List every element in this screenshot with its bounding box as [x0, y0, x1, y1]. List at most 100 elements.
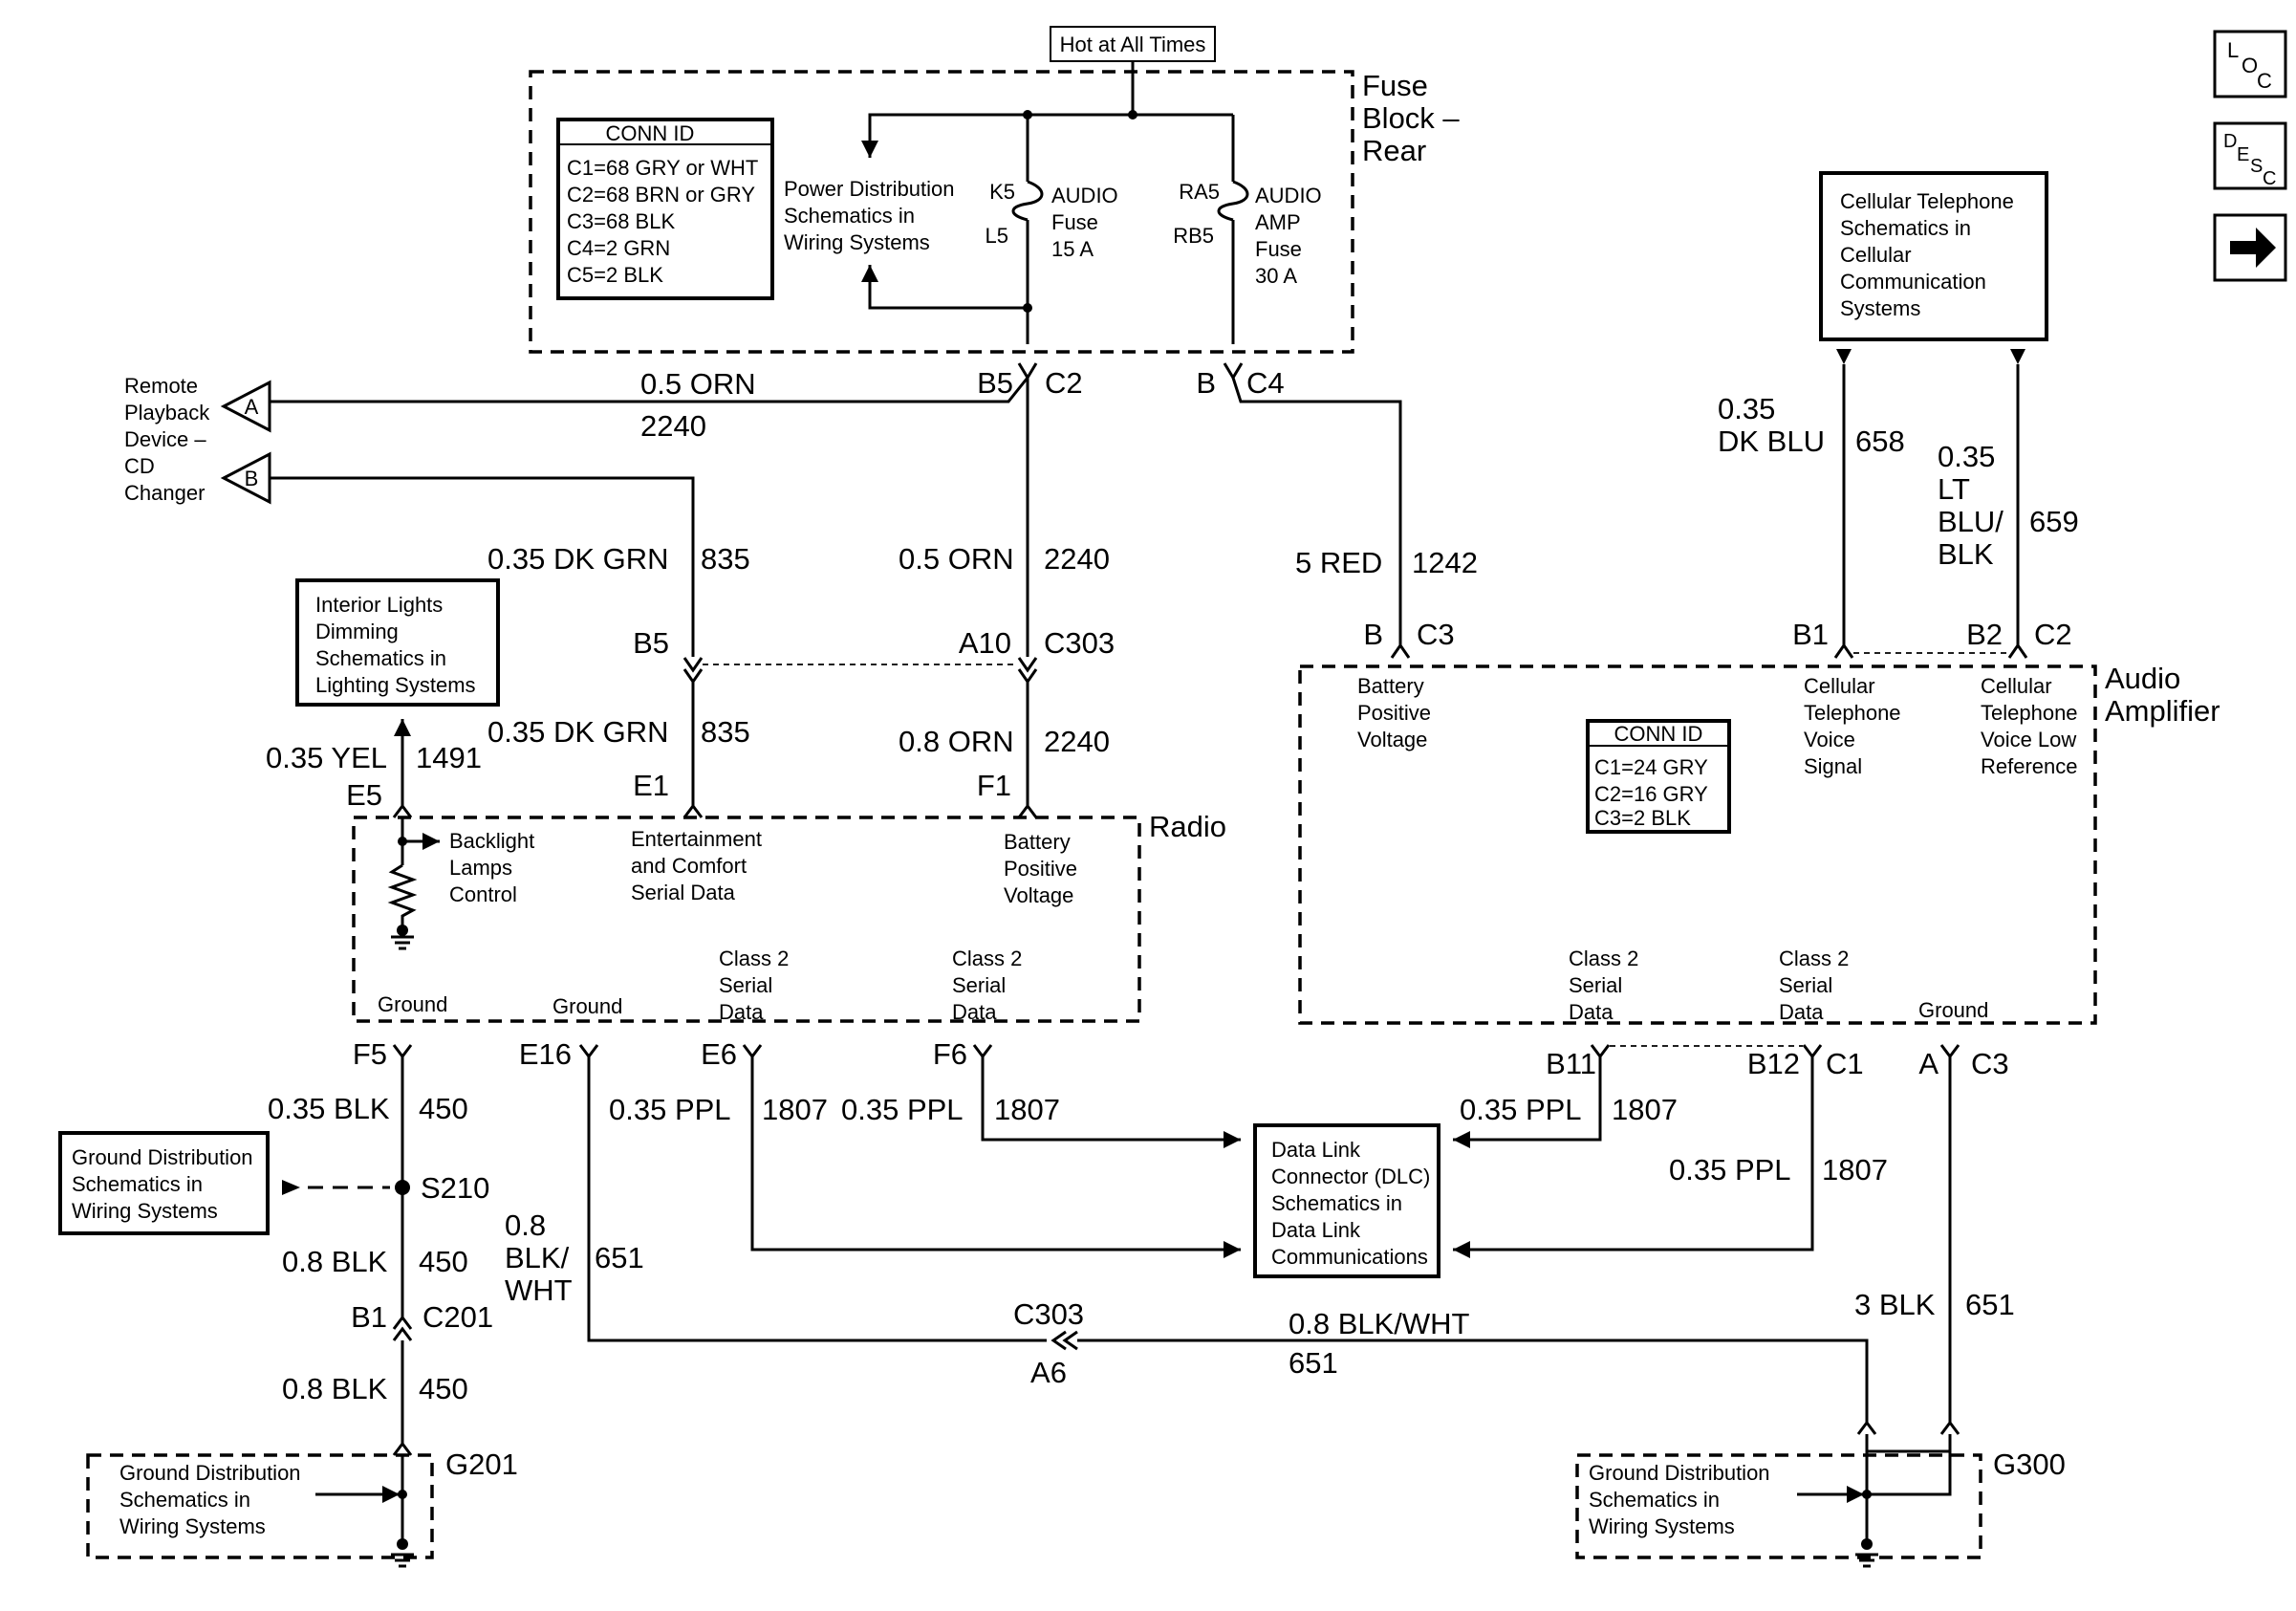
svg-text:S: S: [2250, 156, 2263, 177]
svg-text:Battery Positive Volta: Battery Positive Voltage: [1004, 830, 1083, 907]
radio-title: Radio: [1149, 810, 1226, 843]
svg-text:C3=2 BLK: C3=2 BLK: [1594, 806, 1691, 830]
wire-blk3-size: 3 BLK: [1854, 1288, 1936, 1321]
c4-pin: B: [1196, 366, 1216, 400]
radio-pin-e16: E16: [519, 1037, 572, 1071]
remote-tag-a: A: [245, 395, 259, 419]
svg-text:C5=2 BLK: C5=2 BLK: [567, 263, 663, 287]
wire-blk-top-size: 0.35 BLK: [268, 1092, 390, 1125]
svg-text:K5: K5: [989, 180, 1015, 204]
svg-text:Ground: Ground: [378, 992, 447, 1016]
arrow-right-icon: [2230, 228, 2276, 268]
wire-ltblu-circuit: 659: [2029, 505, 2079, 538]
svg-text:CONN ID: CONN ID: [606, 121, 695, 145]
svg-text:Remote Playback De: Remote Playback Device – CD Changer: [124, 374, 215, 505]
svg-text:C2=68 BRN or GRY: C2=68 BRN or GRY: [567, 183, 755, 207]
amp-pin-b2: B2: [1966, 618, 2003, 651]
c4-conn: C4: [1246, 366, 1285, 400]
wire-dkgrn-lower-circuit: 835: [701, 715, 750, 749]
svg-text:L5: L5: [986, 224, 1008, 248]
next-button[interactable]: [2213, 213, 2287, 282]
fuse-block-conn-id: CONN ID C1=68 GRY or WHT C2=68 BRN or GR…: [556, 118, 774, 300]
svg-text:Entertainment and Comfort: Entertainment and Comfort Serial Data: [631, 827, 768, 904]
svg-text:O: O: [2242, 54, 2258, 77]
svg-text:C1=68 GRY or WHT: C1=68 GRY or WHT: [567, 156, 758, 180]
wire-orn-lower-size: 0.8 ORN: [899, 725, 1014, 758]
wire-blk-bottom-size: 0.8 BLK: [282, 1372, 388, 1405]
c2-pin: B5: [977, 366, 1013, 400]
amplifier-conn-id: CONN ID C1=24 GRY C2=16 GRY C3=2 BLK: [1586, 719, 1731, 834]
wire-orn-mid-size: 0.5 ORN: [899, 542, 1014, 576]
svg-text:Backlight Lamps Contro: Backlight Lamps Control: [449, 829, 540, 906]
svg-text:Class 2 Serial Data: Class 2 Serial Data: [952, 947, 1028, 1024]
svg-text:Hot at All Times: Hot at All Times: [1060, 33, 1206, 56]
radio-pin-e1: E1: [633, 769, 669, 802]
svg-text:Class 2 Serial Data: Class 2 Serial Data: [1779, 947, 1854, 1024]
svg-text:Ground Distribution Sche: Ground Distribution Schematics in Wiring…: [1589, 1461, 1776, 1538]
svg-text:C: C: [2257, 69, 2272, 93]
wire-blk-top-circuit: 450: [419, 1092, 468, 1125]
wire-dkgrn-lower-size: 0.35 DK GRN: [487, 715, 669, 749]
amp-conn-c1: C1: [1826, 1047, 1864, 1080]
c2-conn: C2: [1045, 366, 1083, 400]
g300-label: G300: [1993, 1448, 2066, 1481]
splice-s210: S210: [421, 1171, 489, 1205]
remote-playback-device: Remote Playback Device – CD Changer A B: [124, 374, 271, 505]
radio-pin-e6: E6: [701, 1037, 737, 1071]
wire-ppl-b12-size: 0.35 PPL: [1669, 1153, 1791, 1186]
wire-ppl-b11-circuit: 1807: [1612, 1093, 1678, 1126]
svg-text:Cellular Telephone Schem: Cellular Telephone Schematics in Cellula…: [1840, 189, 2020, 320]
radio-pin-f1: F1: [977, 769, 1011, 802]
c201-conn: C201: [422, 1300, 493, 1334]
wire-ppl-f6-size: 0.35 PPL: [841, 1093, 964, 1126]
wire-ppl-e6-size: 0.35 PPL: [609, 1093, 731, 1126]
dlc-ref: Data Link Connector (DLC) Schematics in …: [1253, 1123, 1440, 1278]
wire-blk-bottom-circuit: 450: [419, 1372, 468, 1405]
amp-pin-b: B: [1363, 618, 1383, 651]
amp-conn-c3-top: C3: [1417, 618, 1455, 651]
svg-text:C2=16 GRY: C2=16 GRY: [1594, 782, 1708, 806]
fuse-block-title: Fuse Block – Rear: [1362, 69, 1467, 167]
wire-orn-lower-circuit: 2240: [1044, 725, 1110, 758]
amp-pin-b12: B12: [1747, 1047, 1800, 1080]
svg-text:Ground: Ground: [552, 994, 622, 1018]
audio-amplifier-module: Audio Amplifier: [1298, 662, 2220, 1025]
svg-text:Class 2 Serial Data: Class 2 Serial Data: [1569, 947, 1644, 1024]
amp-conn-c3: C3: [1971, 1047, 2009, 1080]
c303-pin-a10: A10: [959, 626, 1011, 660]
svg-text:Interior Lights Dimming: Interior Lights Dimming Schematics in Li…: [315, 593, 476, 697]
wire-red-size: 5 RED: [1295, 546, 1382, 579]
desc-button[interactable]: D E S C: [2213, 121, 2287, 190]
wire-blk-mid-size: 0.8 BLK: [282, 1245, 388, 1278]
svg-text:Data Link Connector (DLC: Data Link Connector (DLC) Schematics in …: [1271, 1138, 1436, 1269]
wire-ppl-e6-circuit: 1807: [762, 1093, 828, 1126]
svg-text:C1=24 GRY: C1=24 GRY: [1594, 755, 1708, 779]
radio-pin-e5: E5: [346, 778, 382, 812]
svg-text:Ground Distribution Sche: Ground Distribution Schematics in Wiring…: [119, 1461, 307, 1538]
amp-pin-b1: B1: [1792, 618, 1829, 651]
loc-icon: L: [2227, 38, 2239, 62]
wire-dkgrn-upper-circuit: 835: [701, 542, 750, 576]
interior-lights-ref: Interior Lights Dimming Schematics in Li…: [295, 578, 500, 707]
c201-pin: B1: [351, 1300, 387, 1334]
c303-inline-conn: C303: [1013, 1297, 1084, 1331]
wire-blkwht-horiz-size: 0.8 BLK/WHT: [1289, 1307, 1470, 1340]
svg-text:E: E: [2237, 144, 2249, 165]
wire-blk-mid-circuit: 450: [419, 1245, 468, 1278]
svg-text:Cellular Telephone Voi: Cellular Telephone Voice Low Reference: [1981, 674, 2084, 778]
wire-orn-mid-circuit: 2240: [1044, 542, 1110, 576]
wire-ppl-b12-circuit: 1807: [1822, 1153, 1888, 1186]
ground-g300: Ground Distribution Schematics in Wiring…: [1575, 1420, 2066, 1568]
radio-module: Radio: [352, 810, 1226, 1023]
loc-button[interactable]: L O C: [2213, 30, 2287, 98]
svg-text:Ground: Ground: [1918, 998, 1988, 1022]
amp-pin-b11: B11: [1546, 1047, 1596, 1080]
svg-text:AUDIO AMP Fuse: AUDIO AMP Fuse 30 A: [1255, 184, 1328, 288]
wire-dkblu-circuit: 658: [1855, 425, 1905, 458]
svg-text:C: C: [2263, 168, 2276, 189]
c303-pin-b5: B5: [633, 626, 669, 660]
wire-dkgrn-upper-size: 0.35 DK GRN: [487, 542, 669, 576]
amplifier-title: Audio Amplifier: [2105, 662, 2220, 728]
wire-ltblu-size: 0.35 LT BLU/ BLK: [1938, 440, 2012, 571]
